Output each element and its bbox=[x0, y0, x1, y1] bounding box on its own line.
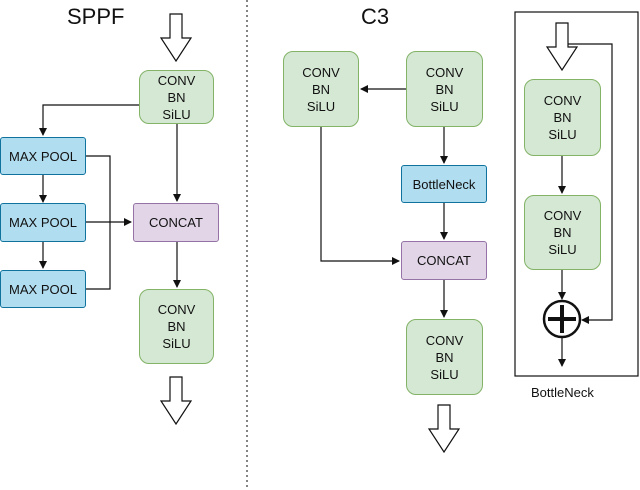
bn-label: BN bbox=[435, 81, 454, 97]
bn-label: BN bbox=[167, 319, 186, 334]
silu-label: SiLU bbox=[430, 98, 459, 114]
conv-label: CONV bbox=[157, 72, 196, 88]
c3-bottleneck: BottleNeck bbox=[401, 165, 487, 203]
maxpool-label: MAX POOL bbox=[9, 281, 77, 297]
bottleneck-frame bbox=[514, 11, 639, 377]
sppf-conv-bottom: CONV BN SiLU bbox=[139, 289, 214, 364]
bn-label: BN bbox=[553, 225, 572, 240]
conv-label: CONV bbox=[425, 64, 464, 80]
sppf-maxpool-3: MAX POOL bbox=[0, 270, 86, 308]
conv-label: CONV bbox=[302, 64, 340, 80]
silu-label: SiLU bbox=[548, 127, 577, 142]
bn-residual-connection bbox=[568, 43, 613, 324]
silu-label: SiLU bbox=[430, 366, 459, 382]
maxpool-label: MAX POOL bbox=[9, 148, 77, 164]
sppf-maxpool-1: MAX POOL bbox=[0, 137, 86, 175]
maxpool-label: MAX POOL bbox=[9, 215, 77, 230]
sppf-pool3-to-concat bbox=[86, 222, 111, 290]
silu-label: SiLU bbox=[306, 98, 336, 114]
silu-label: SiLU bbox=[548, 242, 577, 257]
concat-label: CONCAT bbox=[149, 215, 203, 230]
c3-conv-left: CONV BN SiLU bbox=[283, 51, 359, 127]
sppf-concat: CONCAT bbox=[133, 203, 219, 242]
concat-label: CONCAT bbox=[417, 253, 471, 268]
bottleneck-conv-2: CONV BN SiLU bbox=[524, 195, 601, 270]
sppf-conv-to-pool1 bbox=[39, 104, 139, 136]
bottleneck-input-arrow bbox=[545, 22, 579, 72]
c3-left-to-concat bbox=[320, 127, 400, 265]
sppf-title: SPPF bbox=[67, 4, 125, 29]
sppf-input-arrow bbox=[159, 13, 193, 63]
conv-label: CONV bbox=[543, 208, 582, 223]
c3-output-arrow bbox=[427, 404, 461, 454]
bn-label: BN bbox=[311, 81, 331, 97]
sppf-conv-top: CONV BN SiLU bbox=[139, 70, 214, 124]
bn-label: BN bbox=[435, 349, 454, 365]
plus-icon bbox=[542, 299, 582, 339]
bottleneck-label: BottleNeck bbox=[412, 176, 476, 192]
c3-conv-right: CONV BN SiLU bbox=[406, 51, 483, 127]
bn-label: BN bbox=[167, 89, 186, 105]
c3-concat: CONCAT bbox=[401, 241, 487, 280]
conv-label: CONV bbox=[157, 302, 196, 317]
sppf-pool1-to-concat bbox=[86, 155, 111, 222]
bottleneck-caption: BottleNeck bbox=[531, 385, 594, 400]
silu-label: SiLU bbox=[162, 106, 191, 122]
conv-label: CONV bbox=[425, 332, 464, 348]
sppf-output-arrow bbox=[159, 376, 193, 426]
conv-label: CONV bbox=[543, 93, 582, 108]
silu-label: SiLU bbox=[162, 336, 191, 351]
sppf-maxpool-2: MAX POOL bbox=[0, 203, 86, 242]
c3-conv-bottom: CONV BN SiLU bbox=[406, 319, 483, 395]
bn-label: BN bbox=[553, 110, 572, 125]
bottleneck-conv-1: CONV BN SiLU bbox=[524, 79, 601, 156]
c3-title: C3 bbox=[361, 4, 390, 29]
